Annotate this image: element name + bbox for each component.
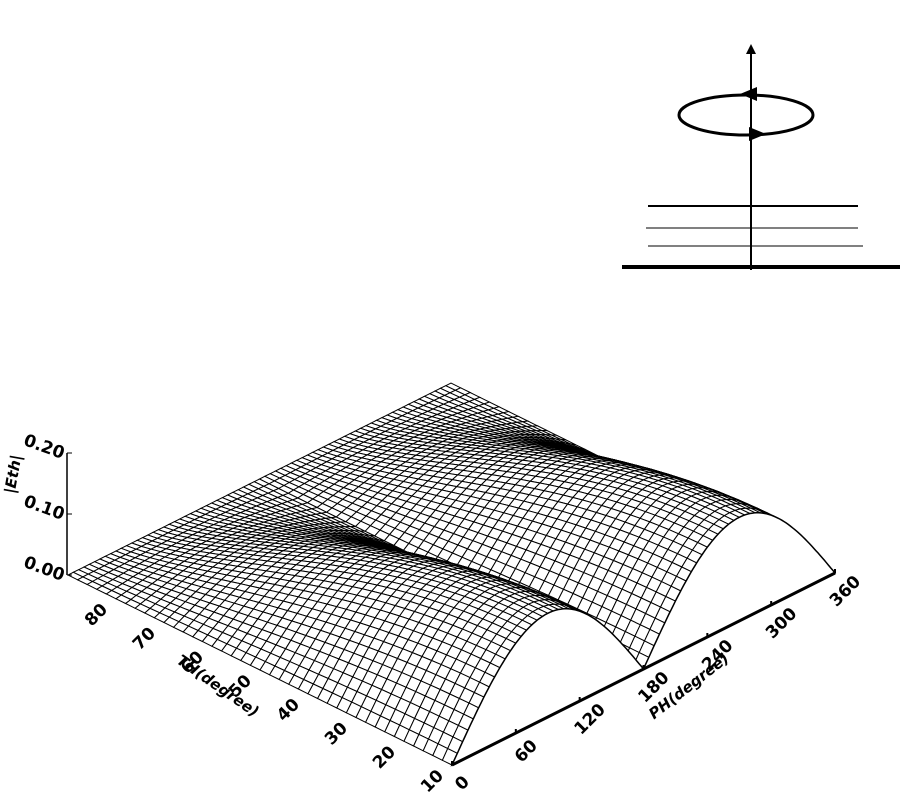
- th-tick-label: 30: [321, 718, 352, 749]
- th-tick-label: 20: [369, 742, 400, 773]
- antenna-inset-diagram: [622, 44, 900, 270]
- loop-arrow-back-icon: [740, 87, 757, 101]
- plot-axes: [66, 452, 836, 767]
- th-tick-label: 70: [129, 623, 160, 654]
- th-tick-label: 80: [81, 600, 112, 631]
- ph-tick-label: 0: [451, 772, 474, 795]
- z-axis-arrowhead-icon: [746, 44, 756, 54]
- wireframe-surface: [66, 382, 837, 767]
- z-tick-label: 0.00: [21, 553, 67, 586]
- th-tick-label: 10: [417, 766, 448, 797]
- z-tick-label: 0.10: [21, 492, 67, 525]
- ph-tick-label: 60: [511, 736, 542, 767]
- current-loop: [677, 93, 815, 137]
- loop-arrow-front-icon: [749, 127, 766, 141]
- ph-tick-label: 300: [762, 604, 801, 643]
- front-profile-curve: [450, 512, 837, 767]
- z-axis-title: |Eth|: [1, 453, 26, 495]
- th-tick-label: 40: [273, 695, 304, 726]
- ph-tick-label: 120: [571, 700, 610, 739]
- ph-tick-label: 360: [826, 572, 865, 611]
- z-tick-label: 0.20: [21, 431, 67, 464]
